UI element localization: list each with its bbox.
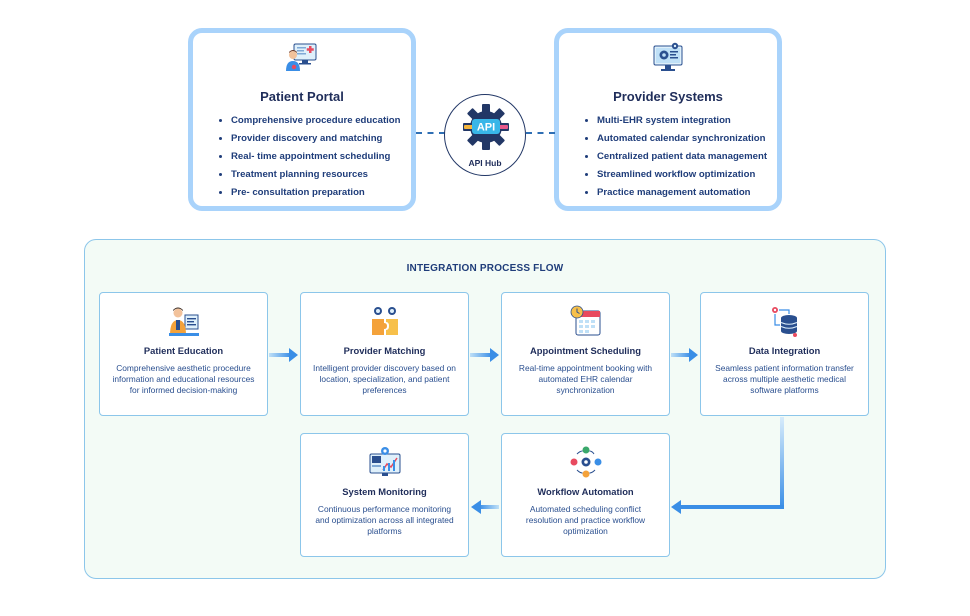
list-item: Provider discovery and matching xyxy=(219,132,401,150)
step-description: Real-time appointment booking with autom… xyxy=(518,363,653,395)
api-gear-icon: API xyxy=(463,104,509,150)
patient-portal-list: Comprehensive procedure education Provid… xyxy=(219,114,401,204)
step-title: Data Integration xyxy=(748,345,821,356)
step-workflow-automation: Workflow Automation Automated scheduling… xyxy=(501,433,670,557)
step-title: Workflow Automation xyxy=(537,486,634,497)
monitor-gear-icon xyxy=(653,42,683,71)
provider-systems-card: Provider Systems Multi-EHR system integr… xyxy=(554,28,782,211)
teacher-board-icon xyxy=(168,307,199,336)
list-item: Treatment planning resources xyxy=(219,168,401,186)
step-system-monitoring: System Monitoring Continuous performance… xyxy=(300,433,469,557)
patient-portal-title: Patient Portal xyxy=(260,89,344,104)
step-title: System Monitoring xyxy=(342,486,427,497)
list-item: Real- time appointment scheduling xyxy=(219,150,401,168)
patient-portal-card: Patient Portal Comprehensive procedure e… xyxy=(188,28,416,211)
step-patient-education: Patient Education Comprehensive aestheti… xyxy=(99,292,268,416)
list-item: Centralized patient data management xyxy=(585,150,767,168)
step-description: Continuous performance monitoring and op… xyxy=(315,504,454,536)
patient-computer-icon xyxy=(286,43,317,71)
list-item: Pre- consultation preparation xyxy=(219,186,401,204)
api-hub-label: API Hub xyxy=(468,158,502,168)
step-title: Appointment Scheduling xyxy=(530,345,641,356)
step-description: Intelligent provider discovery based on … xyxy=(313,363,456,395)
dashed-connector-left xyxy=(416,132,445,134)
list-item: Streamlined workflow optimization xyxy=(585,168,767,186)
api-hub: API API Hub xyxy=(444,94,526,176)
workflow-gear-icon xyxy=(570,446,601,478)
list-item: Multi-EHR system integration xyxy=(585,114,767,132)
list-item: Practice management automation xyxy=(585,186,767,204)
provider-systems-list: Multi-EHR system integration Automated c… xyxy=(585,114,767,204)
step-description: Seamless patient information transfer ac… xyxy=(715,363,854,395)
puzzle-people-icon xyxy=(371,307,398,335)
provider-systems-title: Provider Systems xyxy=(613,89,723,104)
monitor-chart-icon xyxy=(369,447,400,476)
flow-title: INTEGRATION PROCESS FLOW xyxy=(406,263,564,274)
step-title: Provider Matching xyxy=(343,345,426,356)
list-item: Automated calendar synchronization xyxy=(585,132,767,150)
calendar-clock-icon xyxy=(570,305,600,336)
step-description: Comprehensive aesthetic procedure inform… xyxy=(112,363,255,395)
step-provider-matching: Provider Matching Intelligent provider d… xyxy=(300,292,469,416)
api-badge: API xyxy=(477,122,495,134)
step-appointment-scheduling: Appointment Scheduling Real-time appoint… xyxy=(501,292,670,416)
step-description: Automated scheduling conflict resolution… xyxy=(525,504,646,536)
dashed-connector-right xyxy=(526,132,555,134)
list-item: Comprehensive procedure education xyxy=(219,114,401,132)
database-sync-icon xyxy=(771,307,797,337)
step-title: Patient Education xyxy=(143,345,224,356)
step-data-integration: Data Integration Seamless patient inform… xyxy=(700,292,869,416)
